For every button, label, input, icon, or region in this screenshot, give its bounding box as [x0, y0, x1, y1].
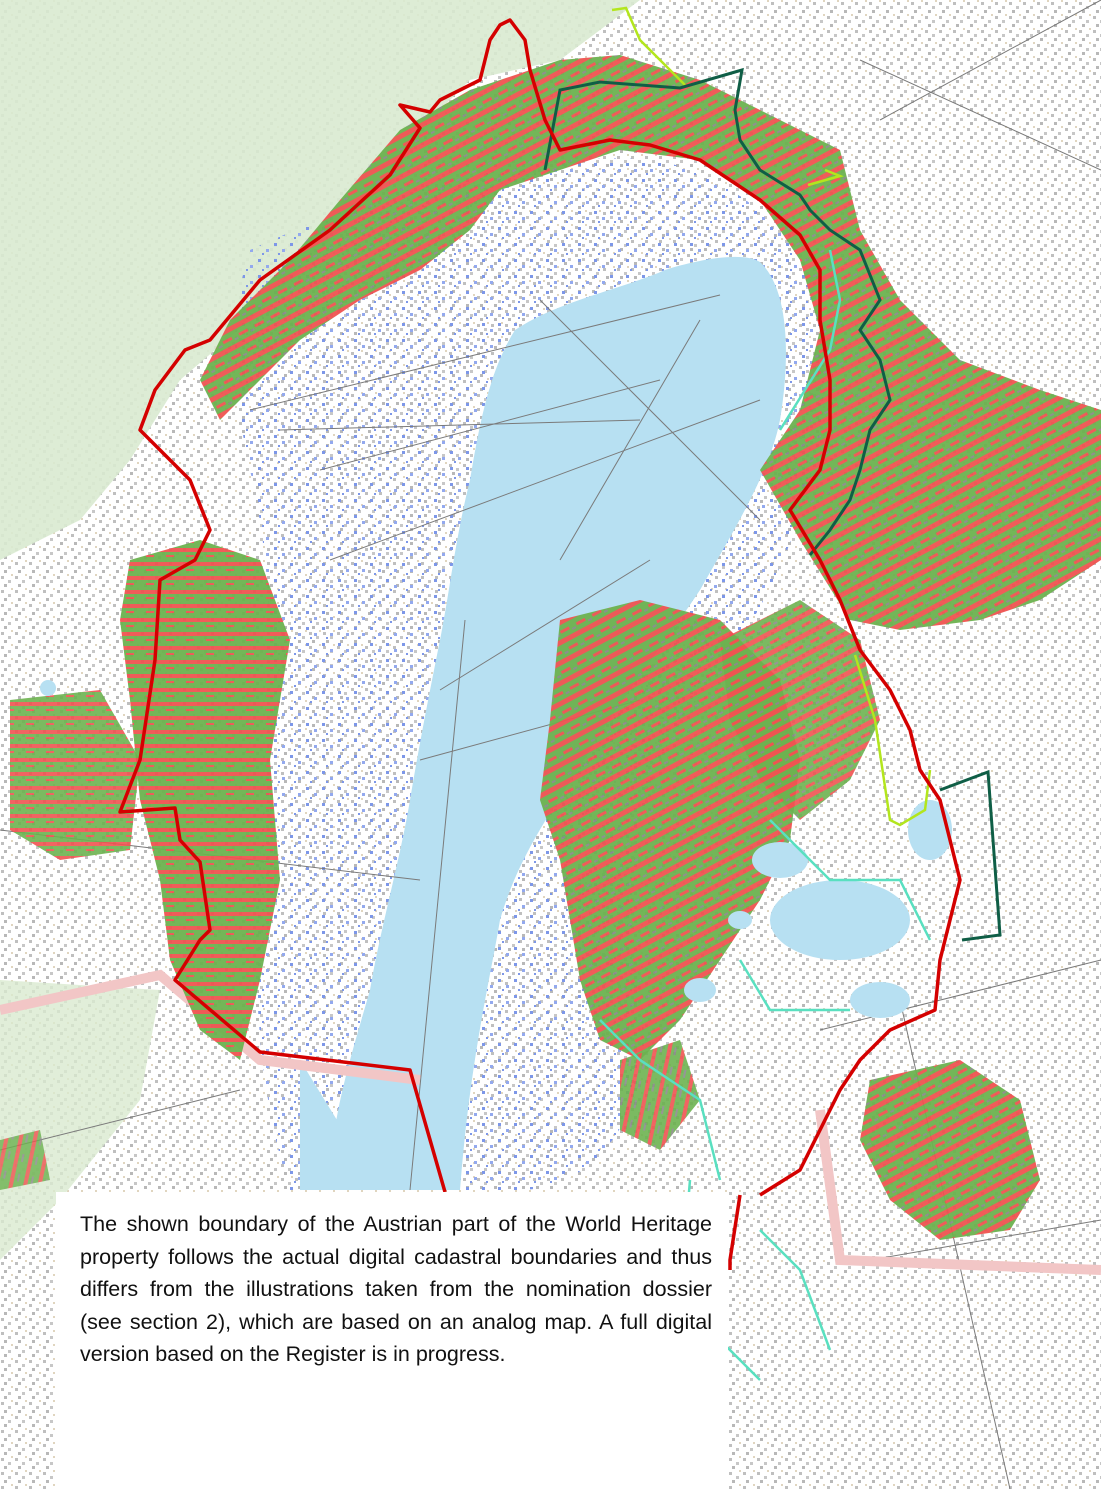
lake-south-bay [300, 1060, 380, 1190]
caption-box [56, 1192, 728, 1489]
forest-area-northwest [0, 0, 640, 560]
state-border-east [815, 1109, 1101, 1275]
vineyard-parcels [0, 55, 1101, 1240]
property-boundary [118, 18, 962, 1197]
forest-area-southwest [0, 980, 160, 1260]
property-boundary-south [728, 1194, 742, 1270]
lime-boundary [611, 6, 932, 827]
buffer-boundary [543, 67, 1002, 942]
teal-boundaries [599, 249, 932, 1381]
map-caption: The shown boundary of the Austrian part … [80, 1212, 712, 1366]
